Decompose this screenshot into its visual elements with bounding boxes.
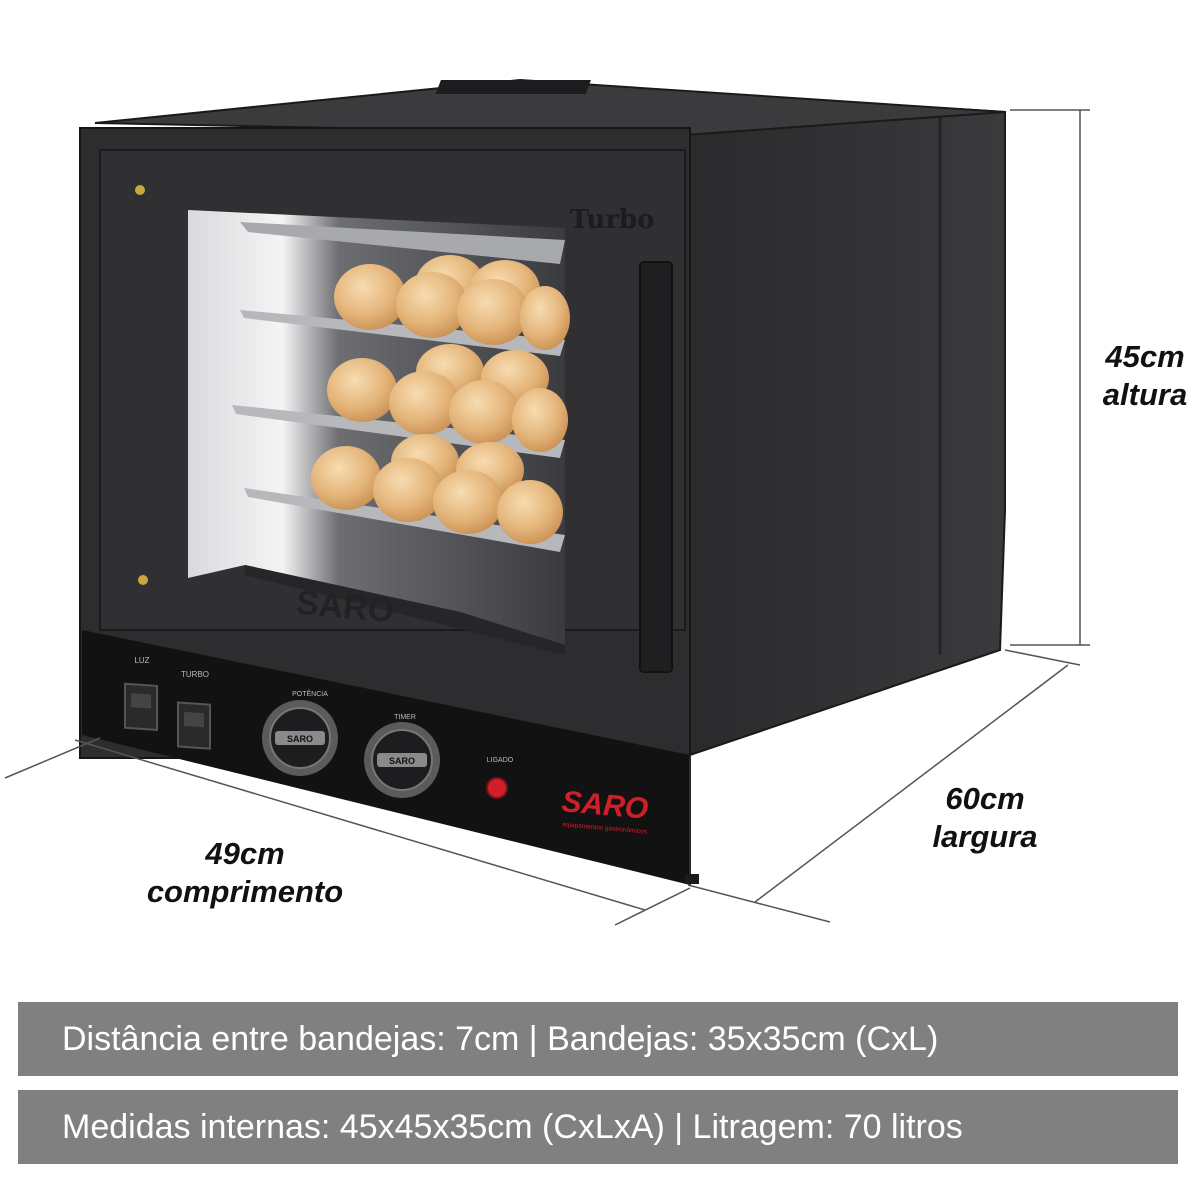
brand-logo: SARO [560,785,649,825]
depth-caption: largura [932,819,1038,854]
svg-text:SARO: SARO [287,734,313,744]
light-switch-label: LUZ [134,656,149,665]
door-handle [639,261,673,673]
timer-knob[interactable]: SARO [364,722,440,798]
light-switch[interactable] [124,682,158,732]
timer-knob-label: TIMER [394,714,416,721]
oven-side-panel [683,90,1006,757]
height-dimension-label: 45cm altura [1090,338,1200,414]
svg-text:SARO: SARO [389,756,415,766]
width-caption: comprimento [146,874,344,909]
depth-value: 60cm [945,781,1025,816]
spec-bar-trays: Distância entre bandejas: 7cm | Bandejas… [18,1002,1178,1076]
spec-bar-internal: Medidas internas: 45x45x35cm (CxLxA) | L… [18,1090,1178,1164]
depth-dimension-line [687,649,1081,923]
power-knob-label: POTÊNCIA [292,689,328,698]
height-caption: altura [1102,377,1188,412]
depth-dimension-label: 60cm largura [920,780,1050,856]
turbo-label: Turbo [569,205,654,235]
power-knob[interactable]: SARO [262,700,338,776]
turbo-switch[interactable] [177,701,211,750]
door-logo: SARO [295,584,396,630]
lamp-label: LIGADO [487,757,514,764]
power-indicator-lamp [486,777,508,799]
turbo-switch-label: TURBO [181,670,209,679]
width-value: 49cm [205,836,285,871]
width-dimension-label: 49cm comprimento [130,835,360,911]
top-vent [435,80,591,94]
width-dimension-line [4,737,691,926]
door-hinge [138,575,148,585]
height-value: 45cm [1105,339,1185,374]
door-hinge [135,185,145,195]
cheese-buns [311,255,570,544]
height-dimension-line [1010,109,1090,646]
